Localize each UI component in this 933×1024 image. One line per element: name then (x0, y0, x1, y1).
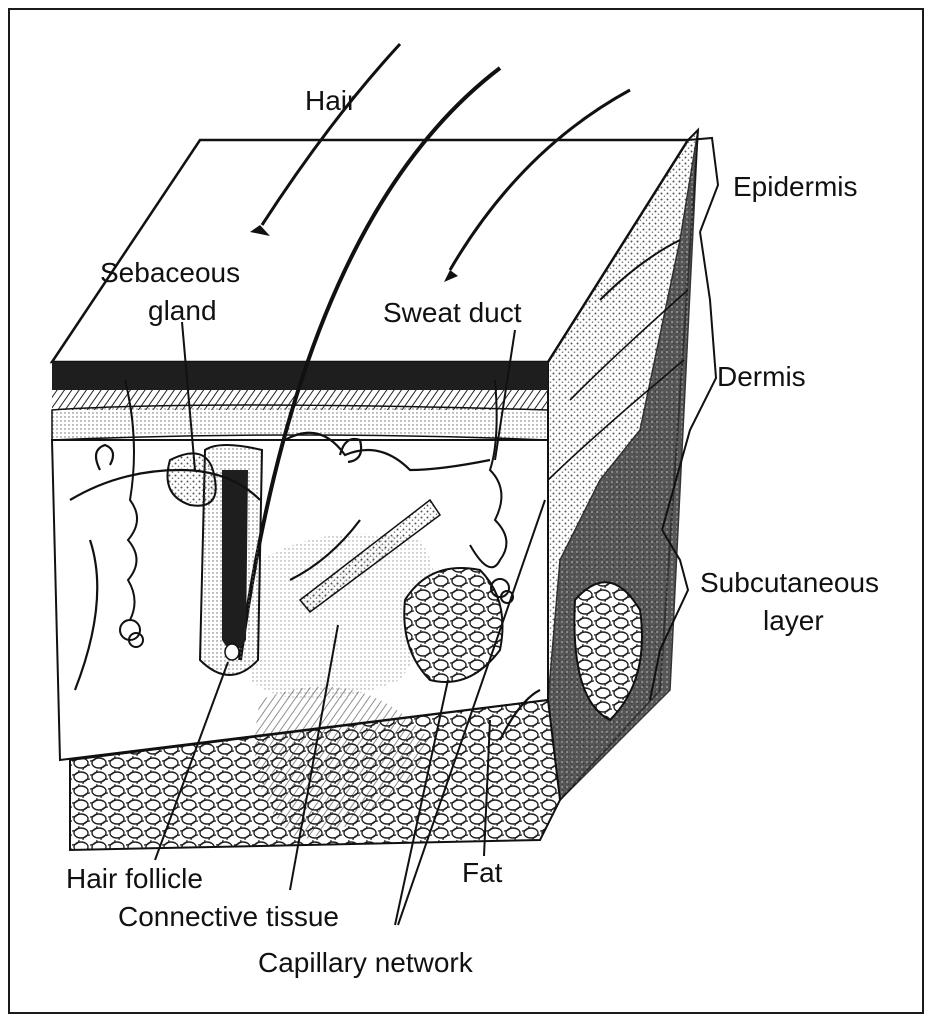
label-hair: Hair (305, 85, 356, 116)
label-epidermis: Epidermis (733, 171, 857, 202)
label-sweat-duct: Sweat duct (383, 297, 522, 328)
label-subcutaneous-1: Subcutaneous (700, 567, 879, 598)
label-fat: Fat (462, 857, 503, 888)
label-capillary-network: Capillary network (258, 947, 474, 978)
label-sebaceous-gland-1: Sebaceous (100, 257, 240, 288)
label-connective-tissue: Connective tissue (118, 901, 339, 932)
label-subcutaneous-2: layer (763, 605, 824, 636)
label-sebaceous-gland-2: gland (148, 295, 217, 326)
label-dermis: Dermis (717, 361, 806, 392)
label-hair-follicle: Hair follicle (66, 863, 203, 894)
epidermis-layer (52, 362, 548, 440)
